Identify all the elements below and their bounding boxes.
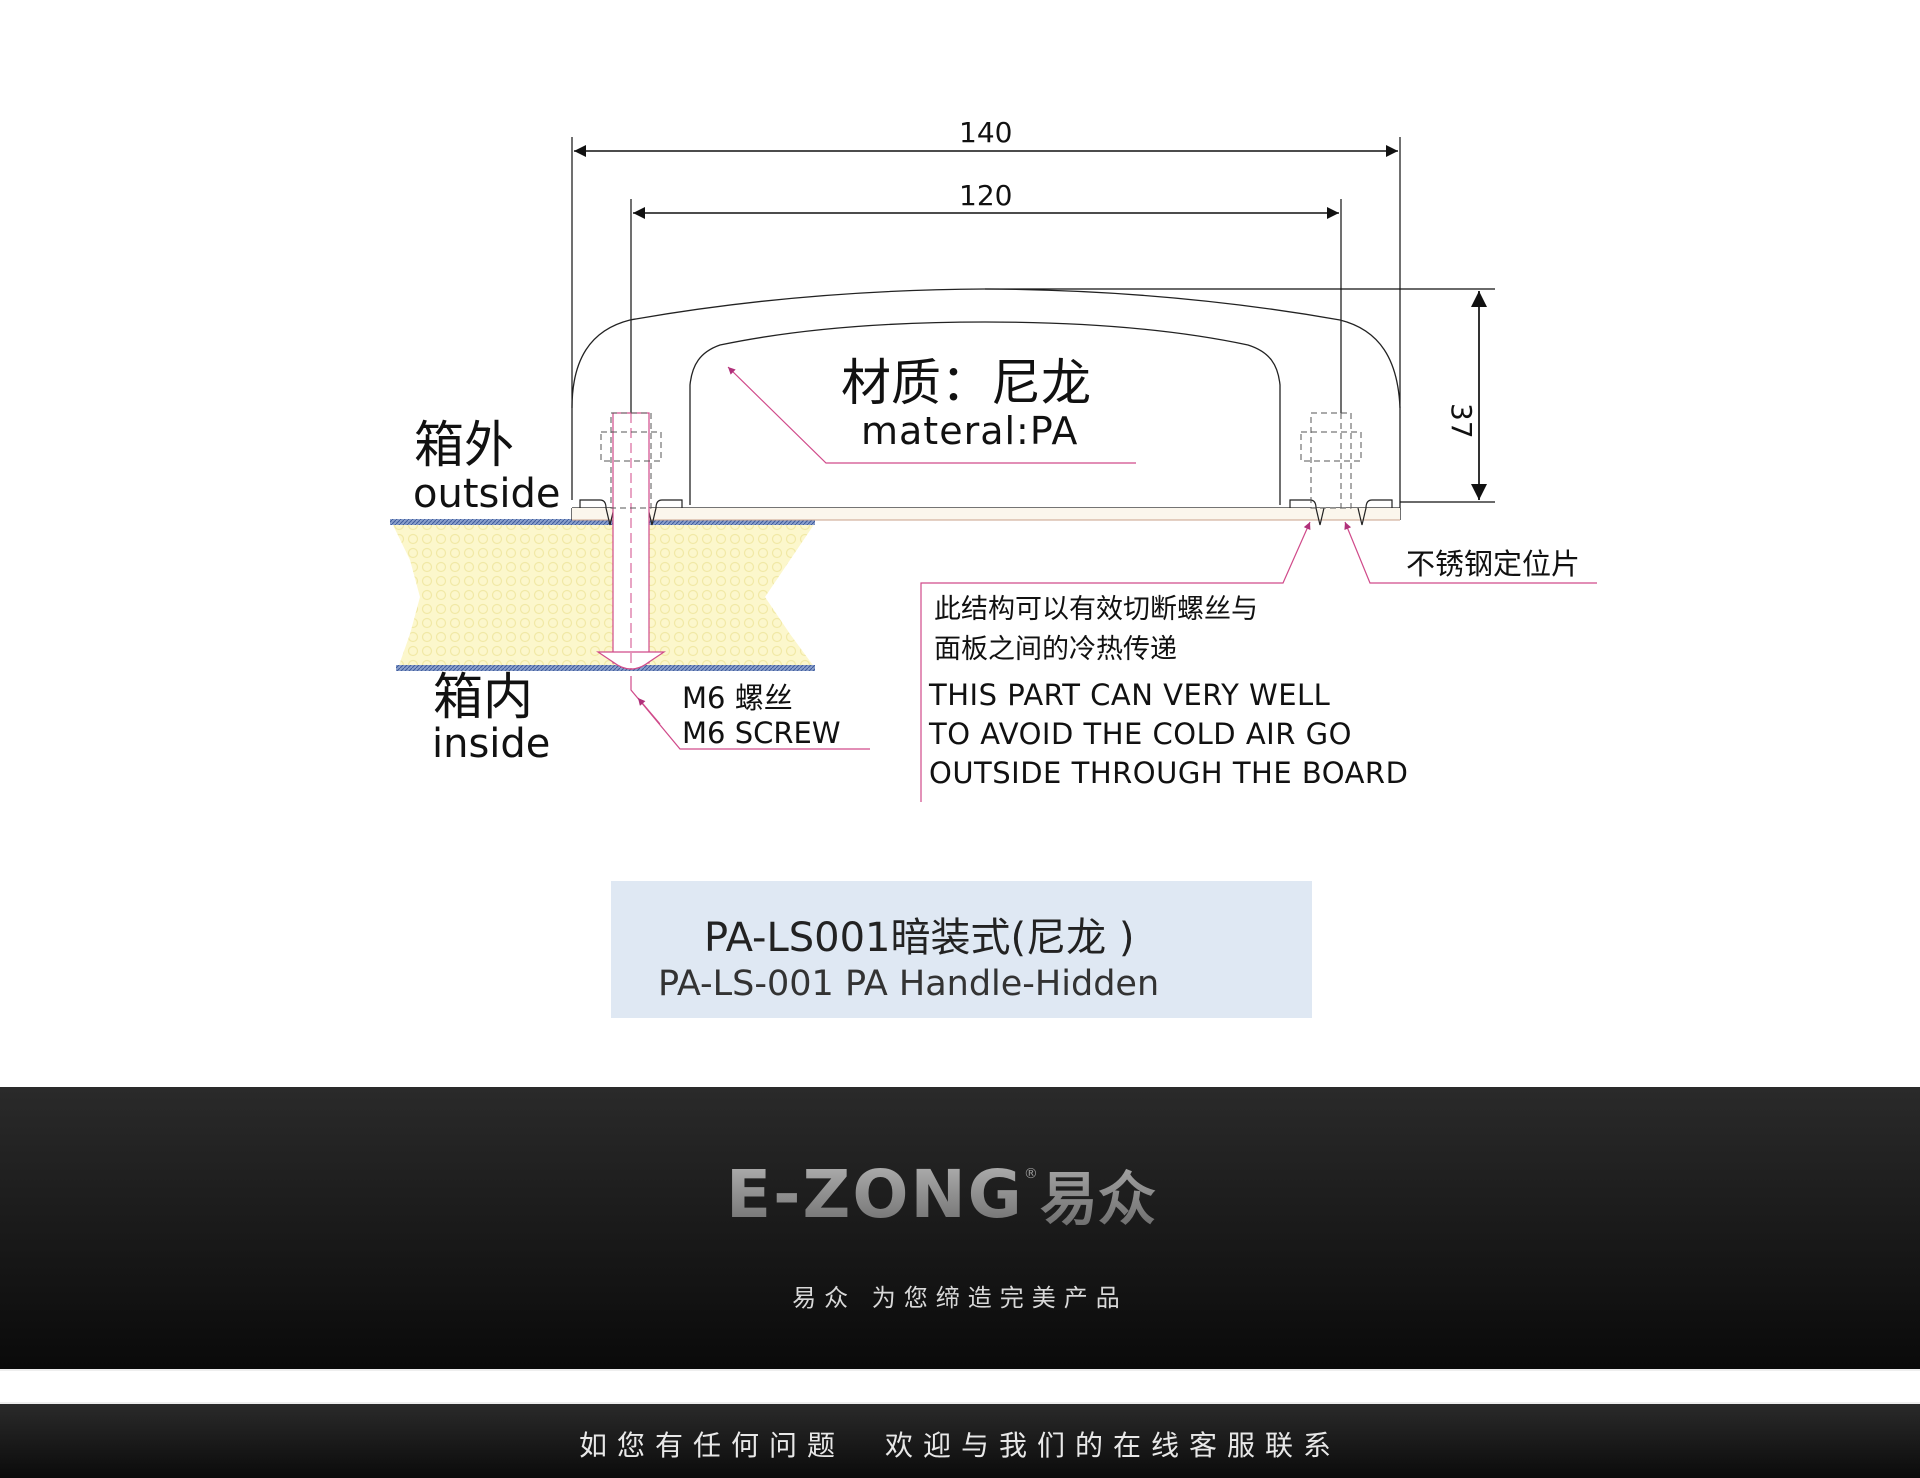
- contact-text-part2: 欢迎与我们的在线客服联系: [885, 1429, 1342, 1462]
- dimension-label-37: 37: [1445, 403, 1478, 439]
- dimension-label-120: 120: [959, 179, 1013, 212]
- contact-bar: 如您有任何问题 欢迎与我们的在线客服联系: [0, 1404, 1920, 1478]
- contact-text: 如您有任何问题 欢迎与我们的在线客服联系: [0, 1424, 1920, 1464]
- material-label-cn: 材质：尼龙: [841, 354, 1091, 412]
- inside-label-en: inside: [432, 721, 551, 767]
- material-label-en: materal:PA: [861, 409, 1079, 453]
- dimension-label-140: 140: [959, 116, 1013, 149]
- ezong-logo: E-ZONG ® 易众: [726, 1155, 1196, 1234]
- m6-screw-left: [596, 412, 666, 670]
- insulation-panel: [390, 519, 815, 671]
- brand-footer: E-ZONG ® 易众 易众 为您缔造完美产品: [0, 1087, 1920, 1369]
- outside-label-en: outside: [413, 471, 561, 517]
- handle-technical-drawing: [390, 137, 1597, 802]
- stainless-plate: [572, 508, 1400, 520]
- logo-text-latin: E-ZONG: [726, 1155, 1024, 1233]
- screw-label-cn: M6 螺丝: [682, 681, 793, 715]
- clip-left: [579, 499, 683, 526]
- product-title-cn: PA-LS001暗装式(尼龙 ): [704, 915, 1135, 961]
- screw-label-en: M6 SCREW: [682, 716, 841, 750]
- dimension-37: [985, 288, 1495, 503]
- footer-divider: [0, 1369, 1920, 1404]
- screw-hole-right: [1300, 412, 1362, 509]
- dimension-120: [630, 199, 1342, 413]
- product-caption: PA-LS001暗装式(尼龙 ) PA-LS-001 PA Handle-Hid…: [611, 881, 1312, 1018]
- outside-label-cn: 箱外: [414, 416, 514, 474]
- stainless-plate-label: 不锈钢定位片: [1406, 547, 1581, 581]
- dimension-140: [571, 137, 1401, 510]
- product-title-en: PA-LS-001 PA Handle-Hidden: [658, 964, 1160, 1004]
- contact-text-part1: 如您有任何问题: [578, 1429, 845, 1462]
- brand-slogan: 易众 为您缔造完美产品: [792, 1284, 1128, 1312]
- description-en-line: TO AVOID THE COLD AIR GO: [929, 717, 1352, 751]
- description-en-line: OUTSIDE THROUGH THE BOARD: [929, 756, 1409, 790]
- logo-text-cn: 易众: [1040, 1152, 1156, 1236]
- registered-mark-icon: ®: [1023, 1166, 1038, 1182]
- inside-label-cn: 箱内: [433, 668, 533, 726]
- description-cn-line: 面板之间的冷热传递: [934, 634, 1177, 665]
- description-en-line: THIS PART CAN VERY WELL: [929, 678, 1331, 712]
- thermal-break-description: 此结构可以有效切断螺丝与 面板之间的冷热传递 THIS PART CAN VER…: [929, 590, 1408, 793]
- description-cn-line: 此结构可以有效切断螺丝与: [934, 594, 1258, 625]
- leader-lines: [630, 366, 1597, 802]
